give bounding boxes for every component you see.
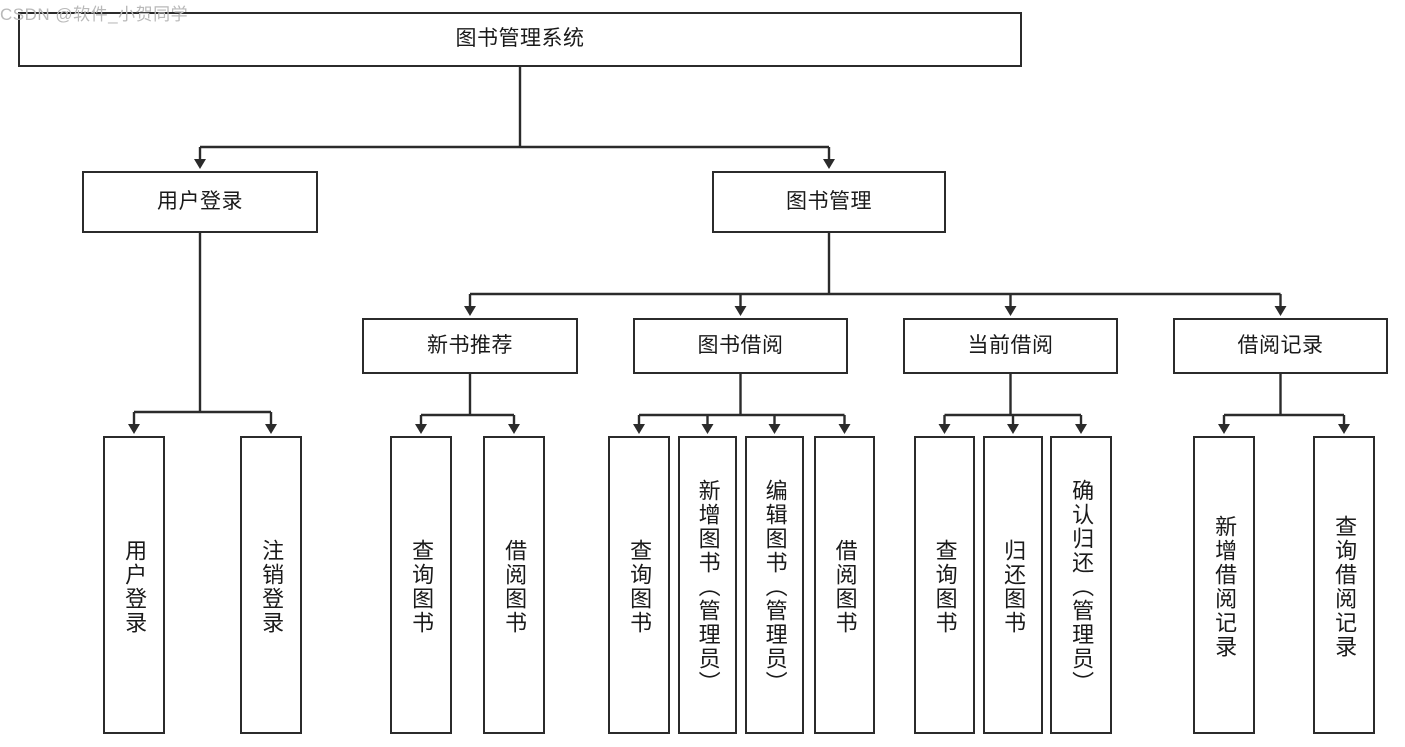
- node-label: 查询图书: [409, 539, 435, 635]
- node-label: 用户登录: [122, 539, 148, 635]
- node-label: 注销登录: [259, 539, 285, 635]
- node-label: 借阅图书: [502, 539, 528, 635]
- node-leaf-return-book: 归还图书: [983, 436, 1043, 734]
- node-label: 新增借阅记录: [1212, 515, 1238, 659]
- node-label: 新增图书（管理员）: [695, 479, 721, 695]
- node-leaf-query-book-2: 查询图书: [608, 436, 670, 734]
- node-label: 当前借阅: [967, 333, 1054, 357]
- csdn-watermark: CSDN @软件_小贺同学: [0, 5, 189, 24]
- node-label: 新书推荐: [427, 333, 513, 357]
- node-label: 借阅图书: [832, 539, 858, 635]
- node-label: 确认归还（管理员）: [1069, 479, 1095, 695]
- node-current-borrow: 当前借阅: [903, 318, 1118, 374]
- node-label: 查询借阅记录: [1332, 515, 1358, 659]
- node-leaf-confirm-return: 确认归还（管理员）: [1050, 436, 1112, 734]
- node-book-manage: 图书管理: [712, 171, 946, 233]
- node-label: 借阅记录: [1237, 333, 1324, 357]
- node-leaf-query-book-3: 查询图书: [914, 436, 975, 734]
- node-label: 图书管理: [786, 189, 872, 213]
- node-label: 用户登录: [157, 189, 243, 213]
- node-leaf-query-record: 查询借阅记录: [1313, 436, 1375, 734]
- node-leaf-query-book-1: 查询图书: [390, 436, 452, 734]
- node-leaf-edit-book: 编辑图书（管理员）: [745, 436, 804, 734]
- node-borrow-record: 借阅记录: [1173, 318, 1388, 374]
- node-book-borrow: 图书借阅: [633, 318, 848, 374]
- node-leaf-logout: 注销登录: [240, 436, 302, 734]
- node-root: 图书管理系统: [18, 12, 1022, 67]
- node-leaf-add-record: 新增借阅记录: [1193, 436, 1255, 734]
- node-label: 图书管理系统: [455, 27, 585, 51]
- node-leaf-add-book: 新增图书（管理员）: [678, 436, 737, 734]
- node-user-login: 用户登录: [82, 171, 318, 233]
- node-new-book-recommend: 新书推荐: [362, 318, 578, 374]
- node-label: 编辑图书（管理员）: [762, 479, 788, 695]
- node-label: 归还图书: [1001, 539, 1027, 635]
- node-label: 图书借阅: [697, 333, 784, 357]
- node-label: 查询图书: [932, 539, 958, 635]
- node-leaf-borrow-book-2: 借阅图书: [814, 436, 875, 734]
- node-leaf-borrow-book-1: 借阅图书: [483, 436, 545, 734]
- node-label: 查询图书: [627, 539, 653, 635]
- node-leaf-user-login: 用户登录: [103, 436, 165, 734]
